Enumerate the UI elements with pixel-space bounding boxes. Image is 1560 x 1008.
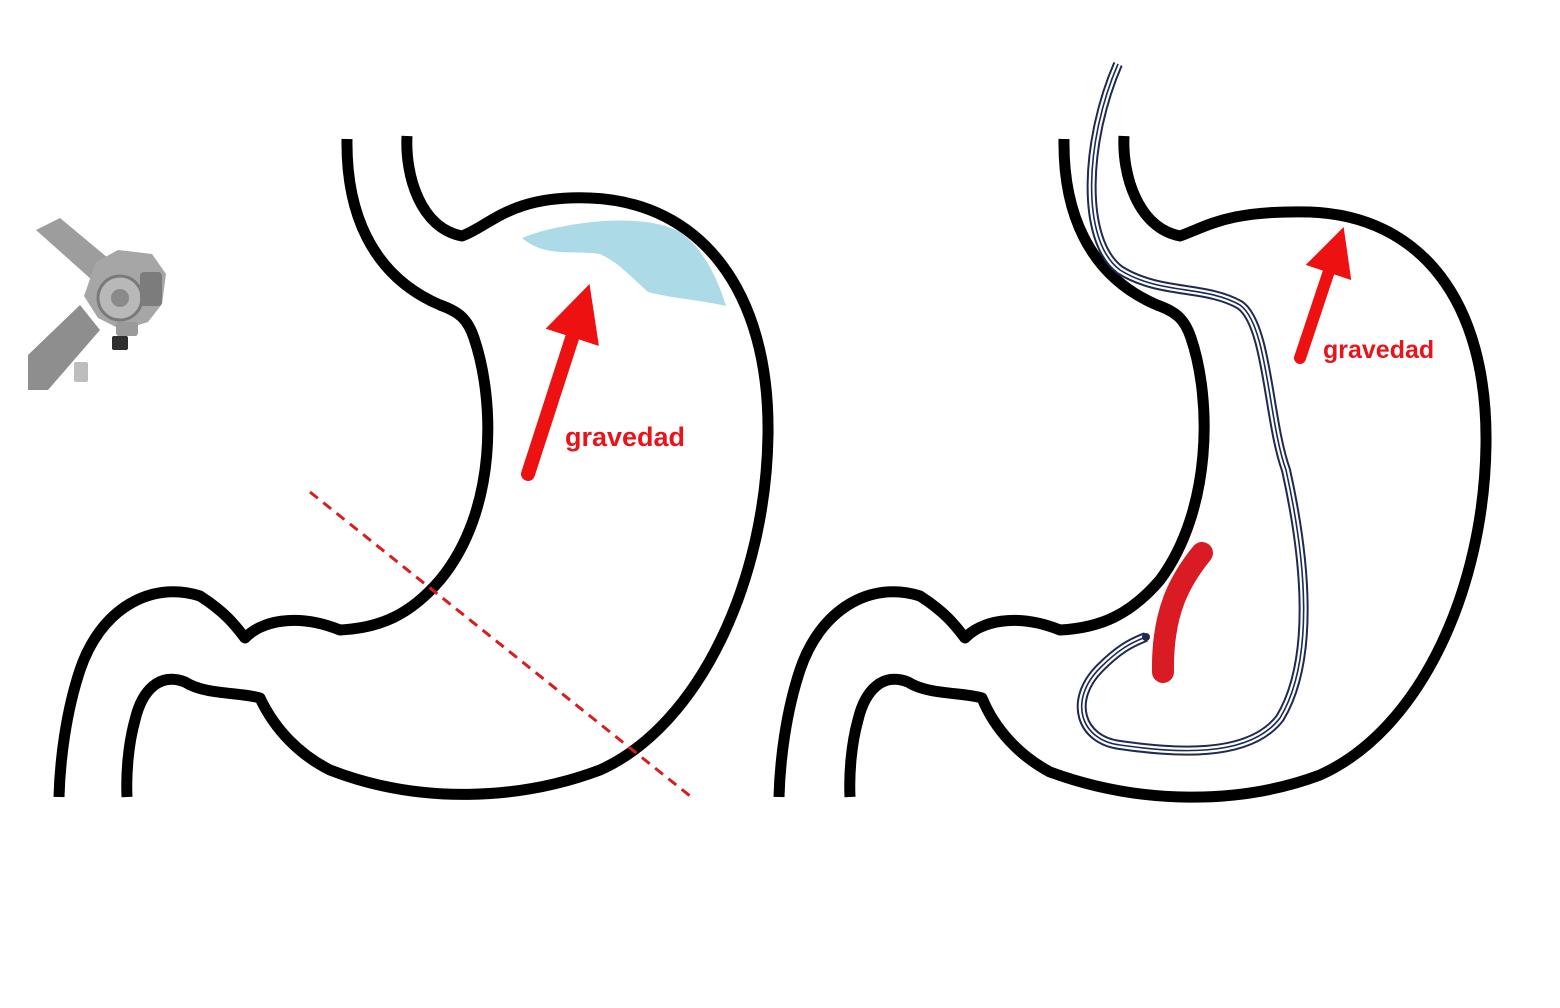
stomach-inner-wall: [53, 138, 494, 798]
gravity-label: gravedad: [565, 422, 685, 452]
gastric-fluid: [522, 220, 726, 306]
gravity-arrow: [521, 284, 599, 481]
endoscope-icon: [28, 218, 166, 390]
stomach-inner-wall: [773, 138, 1210, 798]
gravity-arrow: [1294, 227, 1352, 364]
left-panel: gravedad: [53, 135, 774, 802]
lesion-marker: [1151, 542, 1213, 683]
right-panel: gravedad: [773, 62, 1492, 803]
endoscope-tube: [1076, 62, 1309, 756]
stomach-outer-wall: [844, 135, 1492, 803]
stomach-outer-wall: [121, 135, 774, 800]
cut-line: [309, 490, 696, 802]
gravity-label: gravedad: [1323, 336, 1434, 364]
